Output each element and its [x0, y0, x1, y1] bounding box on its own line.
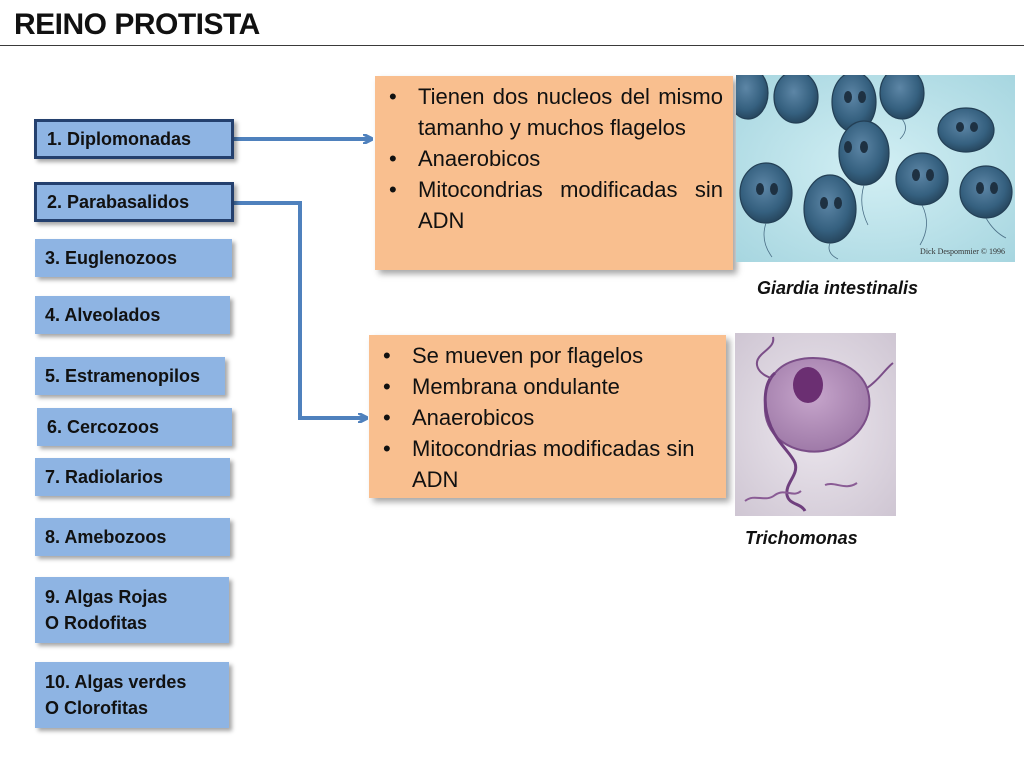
group-algas-rojas[interactable]: 9. Algas Rojas O Rodofitas — [35, 577, 229, 643]
list-item: Anaerobicos — [375, 143, 723, 174]
list-item: Mitocondrias modificadas sin ADN — [375, 174, 723, 236]
group-amebozoos[interactable]: 8. Amebozoos — [35, 518, 230, 556]
group-radiolarios[interactable]: 7. Radiolarios — [35, 458, 230, 496]
trichomonas-micrograph-illustration — [735, 333, 896, 516]
group-label: 3. Euglenozoos — [45, 248, 178, 268]
giardia-image: Dick Despommier © 1996 — [736, 75, 1015, 262]
group-parabasalidos[interactable]: 2. Parabasalidos — [34, 182, 234, 222]
group-estramenopilos[interactable]: 5. Estramenopilos — [35, 357, 225, 395]
image-credit: Dick Despommier © 1996 — [920, 247, 1005, 256]
trichomonas-caption: Trichomonas — [745, 528, 858, 548]
group-diplomonadas[interactable]: 1. Diplomonadas — [34, 119, 234, 159]
giardia-micrograph-illustration — [736, 75, 1015, 262]
group-label-secondary: O Rodofitas — [45, 613, 147, 633]
group-algas-verdes[interactable]: 10. Algas verdes O Clorofitas — [35, 662, 229, 728]
giardia-caption: Giardia intestinalis — [757, 278, 919, 298]
list-item: Anaerobicos — [369, 402, 716, 433]
parabasalidos-info-list: Se mueven por flagelos Membrana ondulant… — [369, 340, 716, 495]
group-label: 8. Amebozoos — [45, 527, 167, 547]
group-label: 7. Radiolarios — [45, 467, 164, 487]
group-label: 10. Algas verdes — [45, 672, 187, 692]
group-label: 6. Cercozoos — [47, 417, 160, 437]
title-divider — [0, 45, 1024, 46]
group-label: 1. Diplomonadas — [47, 129, 192, 149]
group-label: 4. Alveolados — [45, 305, 161, 325]
diplomonadas-info-box: Tienen dos nucleos del mismo tamanho y m… — [375, 76, 733, 270]
group-label-secondary: O Clorofitas — [45, 698, 149, 718]
group-label: 2. Parabasalidos — [47, 192, 190, 212]
arrow-parabasalidos — [233, 201, 366, 418]
slide-title: REINO PROTISTA — [14, 8, 260, 41]
list-item: Mitocondrias modificadas sin ADN — [369, 433, 716, 495]
group-cercozoos[interactable]: 6. Cercozoos — [37, 408, 232, 446]
group-alveolados[interactable]: 4. Alveolados — [35, 296, 230, 334]
group-label: 9. Algas Rojas — [45, 587, 168, 607]
trichomonas-image — [735, 333, 896, 516]
parabasalidos-info-box: Se mueven por flagelos Membrana ondulant… — [369, 335, 726, 498]
list-item: Se mueven por flagelos — [369, 340, 716, 371]
group-label: 5. Estramenopilos — [45, 366, 201, 386]
diplomonadas-info-list: Tienen dos nucleos del mismo tamanho y m… — [375, 81, 723, 236]
group-euglenozoos[interactable]: 3. Euglenozoos — [35, 239, 232, 277]
list-item: Membrana ondulante — [369, 371, 716, 402]
list-item: Tienen dos nucleos del mismo tamanho y m… — [375, 81, 723, 143]
